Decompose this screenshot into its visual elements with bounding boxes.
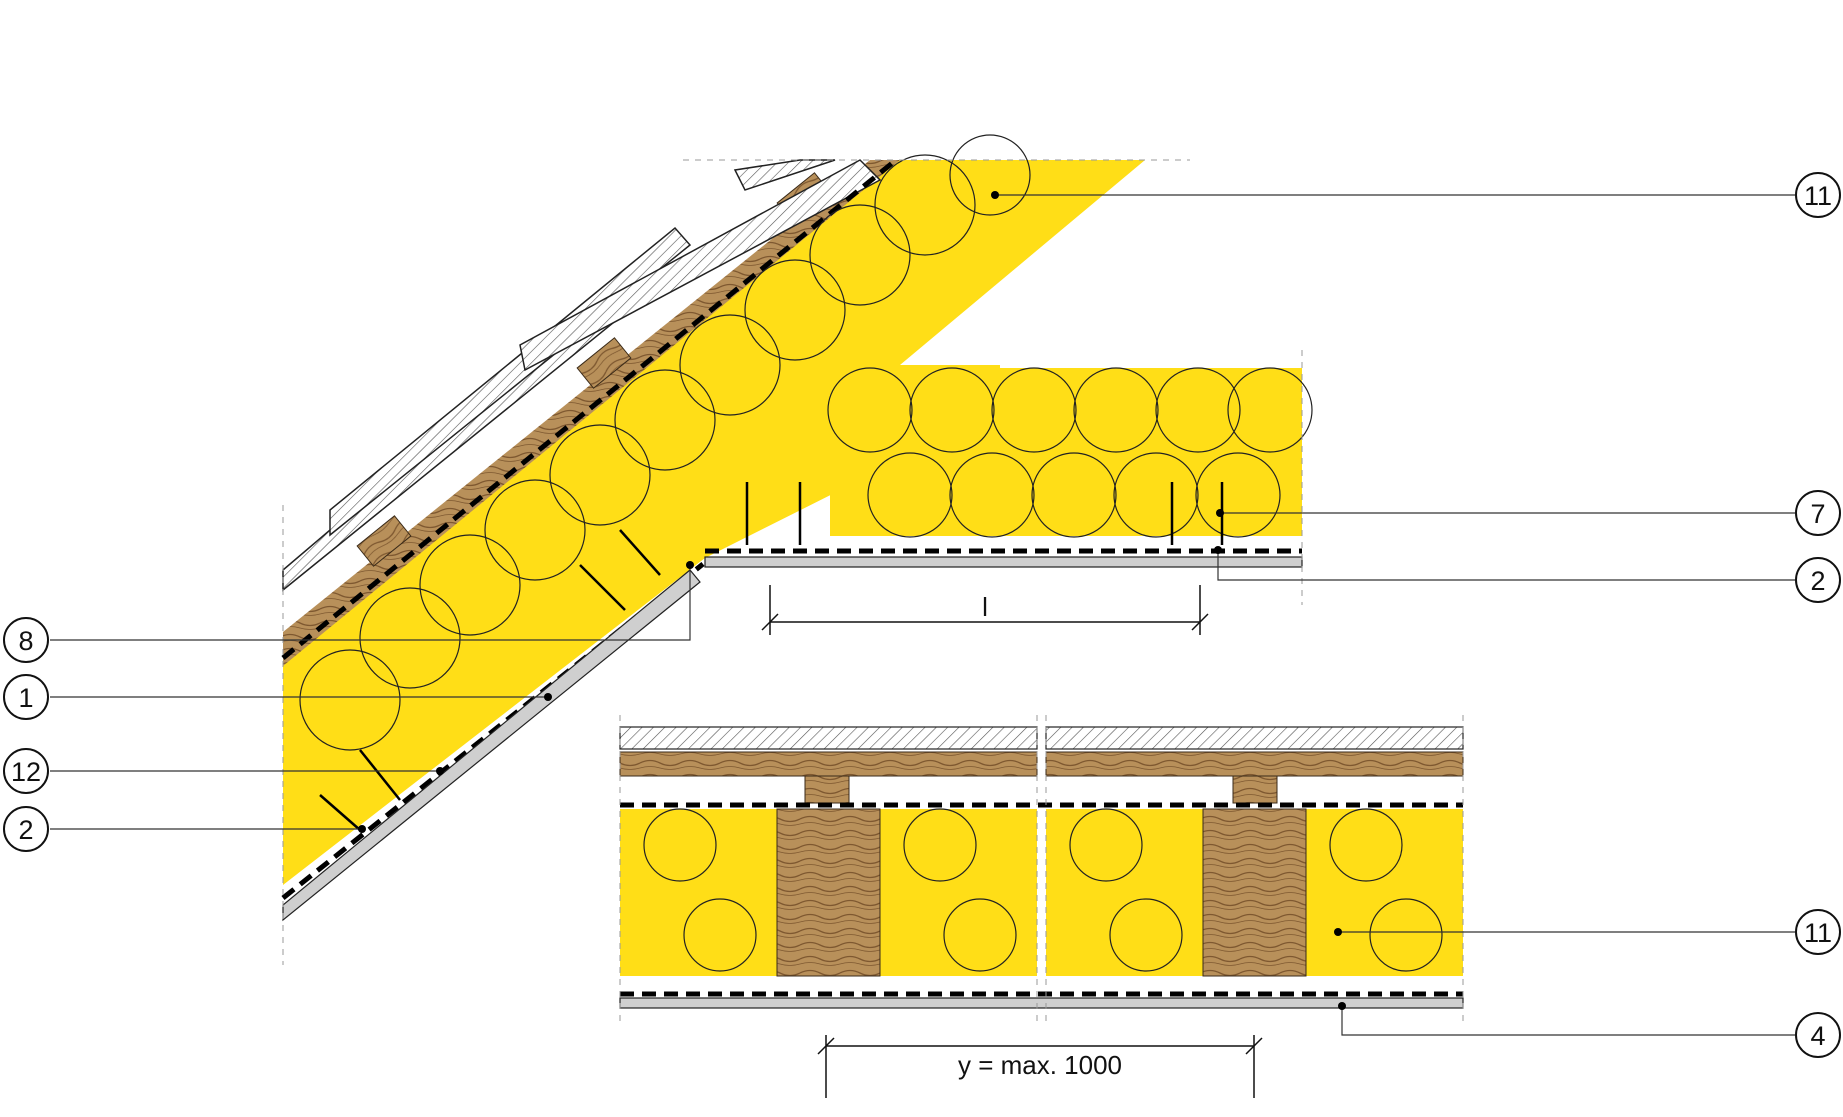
dimension-ceiling-label: l (982, 592, 988, 622)
callout-11-top: 11 (1795, 172, 1841, 218)
callout-4: 4 (1795, 1012, 1841, 1058)
ceiling-lining-board (704, 556, 1303, 568)
leader-lines (50, 194, 1795, 1036)
callout-12: 12 (3, 748, 49, 794)
callout-1: 1 (3, 674, 49, 720)
svg-text:12: 12 (11, 757, 41, 787)
cross-insulation (620, 809, 1463, 976)
cross-insulation-loops (643, 808, 1443, 972)
cross-roof-tiles (619, 726, 1464, 750)
svg-text:11: 11 (1804, 181, 1832, 211)
ceiling-section: l (704, 350, 1313, 635)
dimension-rafter (817, 1035, 1263, 1098)
sloped-guides (282, 159, 1190, 965)
svg-text:2: 2 (1810, 566, 1825, 596)
ceiling-insulation-loops (827, 367, 1313, 538)
dimension-rafter-label: y = max. 1000 (958, 1050, 1122, 1080)
callout-7: 7 (1795, 490, 1841, 536)
svg-text:8: 8 (18, 626, 33, 656)
callout-8: 8 (3, 617, 49, 663)
sloped-screws (319, 529, 661, 831)
sloped-insulation-loops (299, 134, 1031, 751)
sloped-timber-layer (283, 160, 900, 666)
callout-2-ceiling: 2 (1795, 557, 1841, 603)
rafter-cross-section: y = max. 1000 (619, 715, 1464, 1098)
cross-battens (619, 751, 1464, 804)
ceiling-insulation (830, 368, 1302, 536)
svg-text:7: 7 (1810, 499, 1825, 529)
svg-text:11: 11 (1804, 918, 1832, 948)
cross-lining-board (619, 997, 1464, 1009)
svg-text:1: 1 (18, 683, 33, 713)
leader-dots (358, 191, 1346, 1010)
cross-rafters (776, 808, 1307, 977)
sloped-roof-section (281, 134, 1190, 965)
cross-guides (619, 715, 1464, 1022)
callout-11-bottom: 11 (1795, 909, 1841, 955)
sloped-insulation (283, 160, 1145, 885)
roof-tiles (282, 159, 882, 592)
svg-text:2: 2 (18, 815, 33, 845)
dimension-ceiling (761, 585, 1209, 635)
svg-text:4: 4 (1810, 1021, 1825, 1051)
callout-2-slope: 2 (3, 806, 49, 852)
